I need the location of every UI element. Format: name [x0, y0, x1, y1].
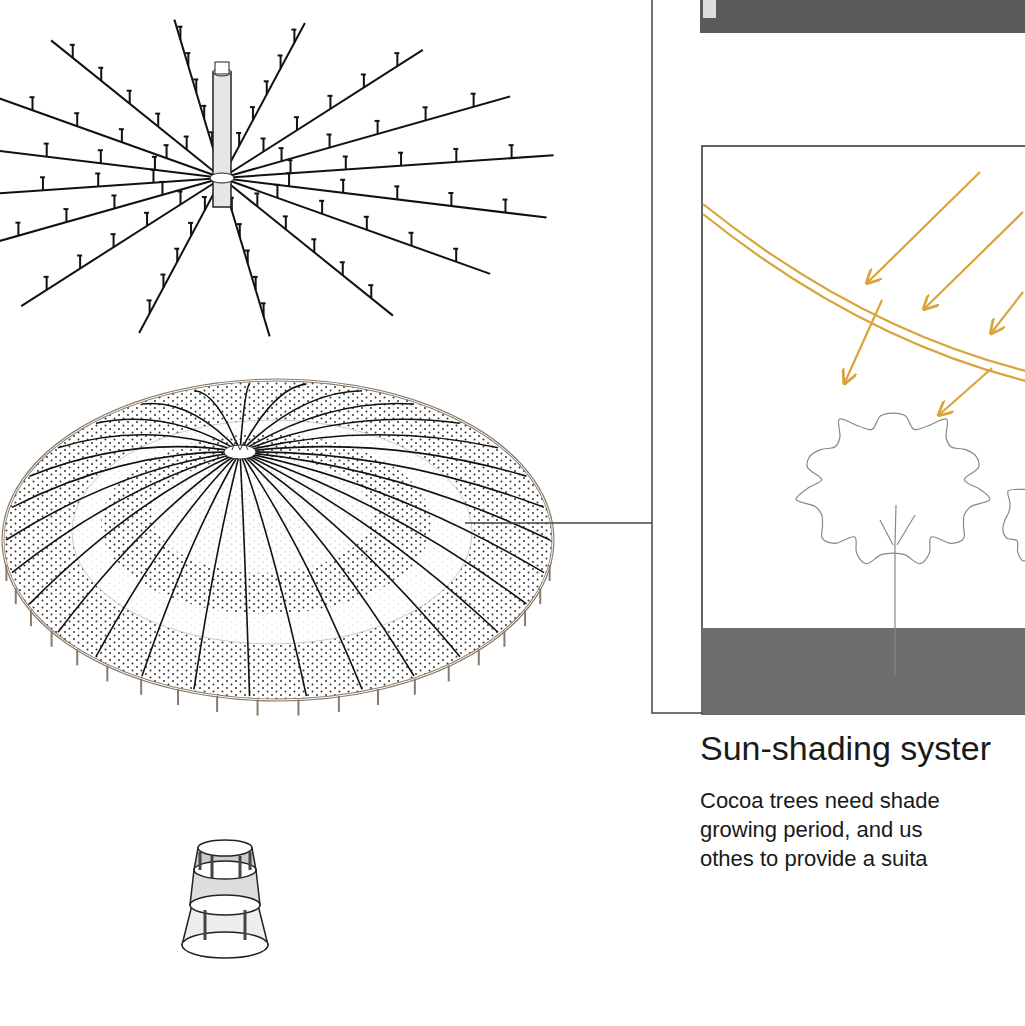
body-text: growing period, and us: [700, 817, 923, 843]
body-text: Cocoa trees need shade: [700, 788, 940, 814]
spoke-array: [0, 20, 554, 337]
panel-band: [700, 0, 1025, 33]
column-base: [182, 840, 268, 958]
body-text: othes to provide a suita: [700, 846, 927, 872]
tree: [796, 413, 1025, 675]
leader-line: [465, 0, 702, 713]
canopy: [3, 380, 553, 716]
sun-shading-panel: [702, 146, 1025, 714]
panel-heading: Sun-shading syster: [700, 728, 991, 769]
panel-icon: [703, 0, 716, 18]
